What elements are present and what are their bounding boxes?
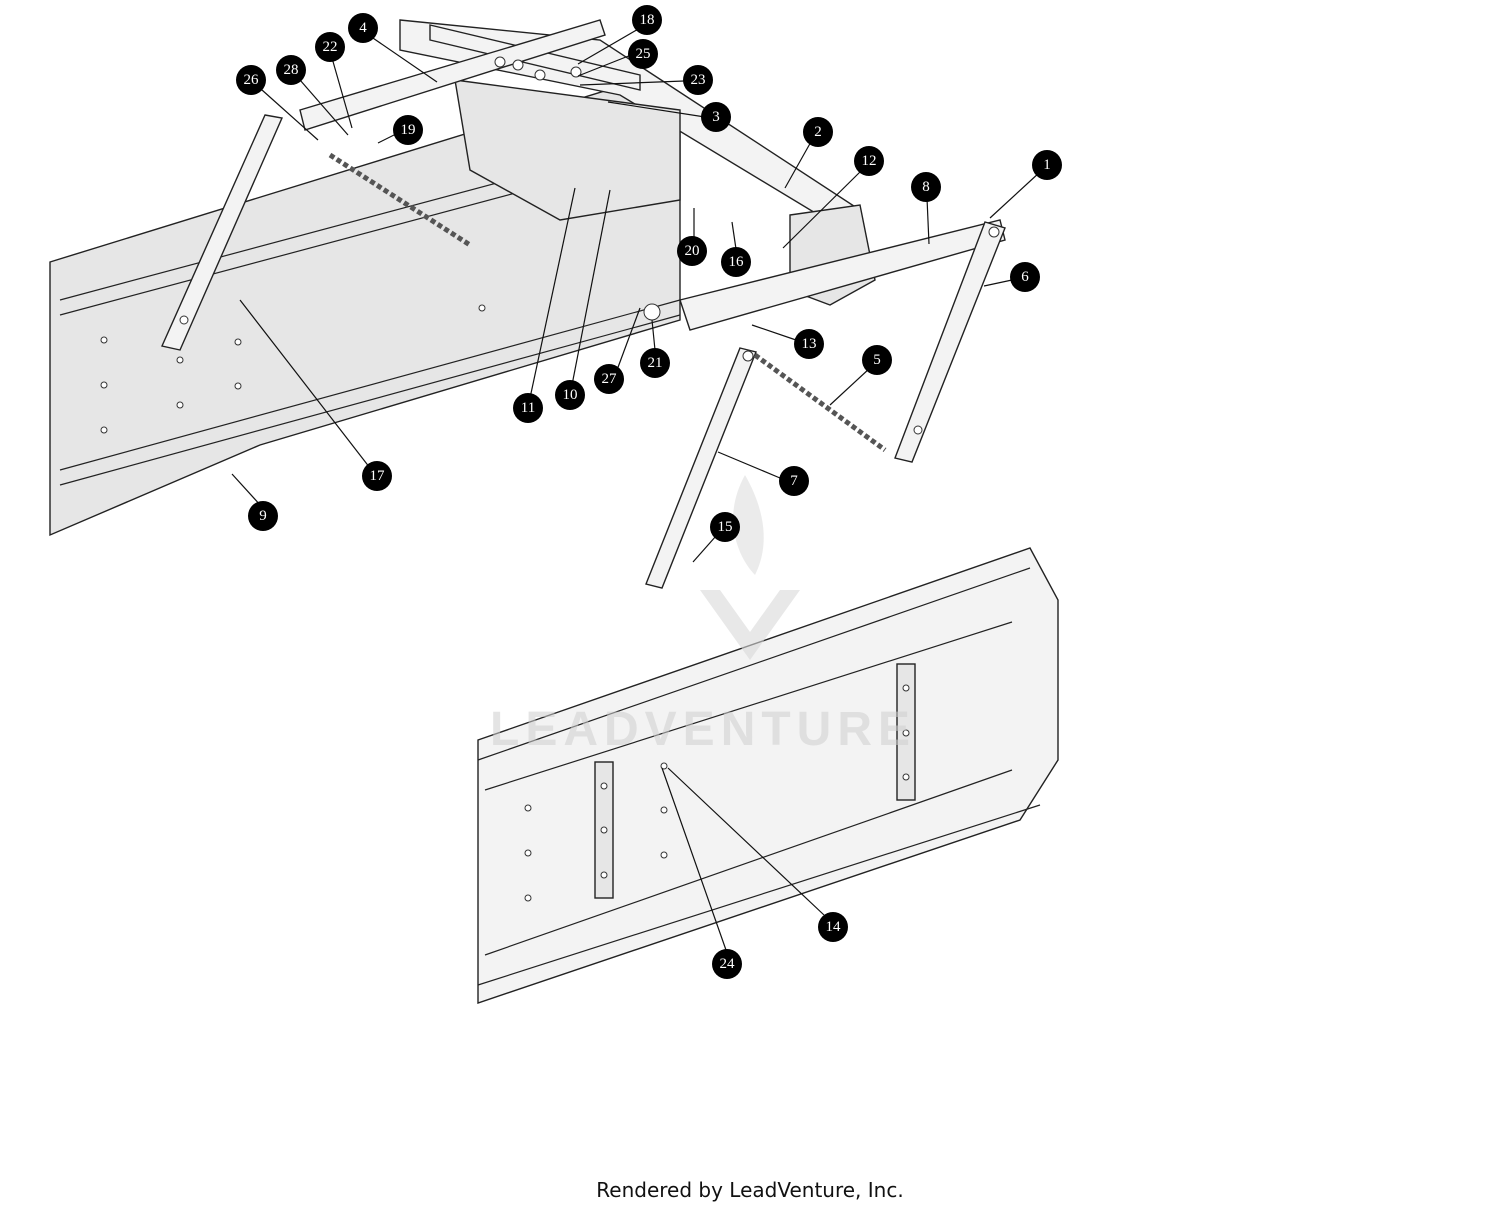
frame-assembly — [299, 19, 1006, 331]
svg-text:15: 15 — [718, 519, 733, 535]
callout-21[interactable]: 21 — [640, 348, 670, 378]
callout-17[interactable]: 17 — [362, 461, 392, 491]
svg-text:7: 7 — [790, 473, 798, 489]
svg-text:18: 18 — [640, 12, 655, 28]
callout-28[interactable]: 28 — [276, 55, 306, 85]
svg-text:11: 11 — [521, 400, 535, 416]
callout-14[interactable]: 14 — [818, 912, 848, 942]
svg-text:16: 16 — [729, 254, 745, 270]
svg-text:1: 1 — [1043, 157, 1051, 173]
callout-12[interactable]: 12 — [854, 146, 884, 176]
svg-text:19: 19 — [401, 122, 416, 138]
callout-13[interactable]: 13 — [794, 329, 824, 359]
callout-7[interactable]: 7 — [779, 466, 809, 496]
callout-1[interactable]: 1 — [1032, 150, 1062, 180]
svg-text:6: 6 — [1021, 269, 1029, 285]
callout-26[interactable]: 26 — [236, 65, 266, 95]
svg-text:23: 23 — [691, 72, 706, 88]
svg-text:24: 24 — [720, 956, 736, 972]
svg-text:10: 10 — [563, 387, 578, 403]
watermark: LEADVENTURE — [490, 475, 916, 756]
callouts: 1 2 3 4 5 6 7 8 9 10 11 12 13 14 15 16 1… — [236, 5, 1062, 979]
callout-2[interactable]: 2 — [803, 117, 833, 147]
svg-text:20: 20 — [685, 243, 700, 259]
svg-text:22: 22 — [323, 39, 338, 55]
svg-text:27: 27 — [602, 371, 618, 387]
callout-6[interactable]: 6 — [1010, 262, 1040, 292]
callout-19[interactable]: 19 — [393, 115, 423, 145]
callout-23[interactable]: 23 — [683, 65, 713, 95]
svg-text:17: 17 — [370, 468, 386, 484]
rendered-by-credit: Rendered by LeadVenture, Inc. — [596, 1178, 904, 1202]
arms — [161, 114, 1006, 589]
callout-11[interactable]: 11 — [513, 393, 543, 423]
callout-16[interactable]: 16 — [721, 247, 751, 277]
svg-text:26: 26 — [244, 72, 260, 88]
svg-text:25: 25 — [636, 46, 651, 62]
callout-4[interactable]: 4 — [348, 13, 378, 43]
callout-10[interactable]: 10 — [555, 380, 585, 410]
callout-8[interactable]: 8 — [911, 172, 941, 202]
callout-20[interactable]: 20 — [677, 236, 707, 266]
svg-text:14: 14 — [826, 919, 842, 935]
svg-text:13: 13 — [802, 336, 817, 352]
svg-text:3: 3 — [712, 109, 720, 125]
svg-text:9: 9 — [259, 508, 267, 524]
callout-15[interactable]: 15 — [710, 512, 740, 542]
callout-3[interactable]: 3 — [701, 102, 731, 132]
callout-25[interactable]: 25 — [628, 39, 658, 69]
watermark-text: LEADVENTURE — [490, 703, 916, 756]
svg-text:4: 4 — [359, 20, 367, 36]
callout-24[interactable]: 24 — [712, 949, 742, 979]
svg-text:12: 12 — [862, 153, 877, 169]
callout-9[interactable]: 9 — [248, 501, 278, 531]
svg-text:2: 2 — [814, 124, 822, 140]
svg-text:21: 21 — [648, 355, 663, 371]
callout-22[interactable]: 22 — [315, 32, 345, 62]
svg-text:8: 8 — [922, 179, 930, 195]
callout-27[interactable]: 27 — [594, 364, 624, 394]
lower-blade — [477, 547, 1059, 1004]
leader-lines — [231, 27, 1041, 951]
chains — [328, 152, 887, 453]
callout-5[interactable]: 5 — [862, 345, 892, 375]
svg-text:28: 28 — [284, 62, 299, 78]
svg-text:5: 5 — [873, 352, 881, 368]
callout-18[interactable]: 18 — [632, 5, 662, 35]
